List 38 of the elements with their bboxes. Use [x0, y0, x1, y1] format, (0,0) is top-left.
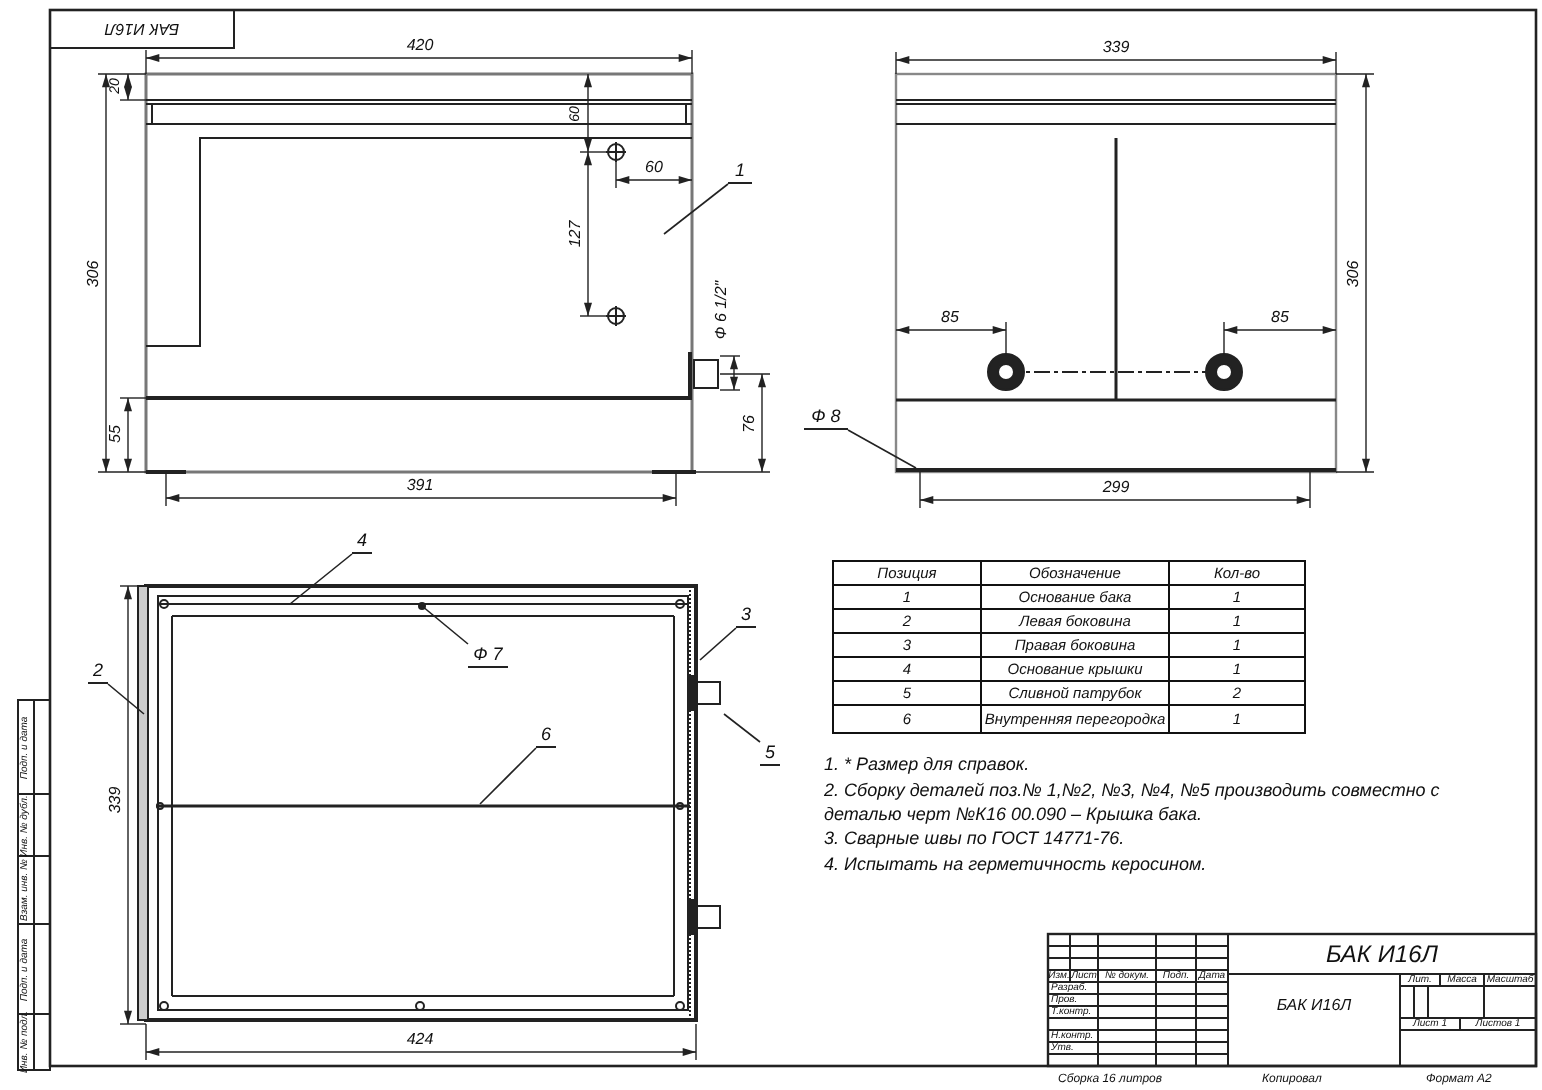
dimension-value: 127 — [568, 220, 584, 248]
dimension-value: 306 — [1346, 260, 1362, 288]
leader-line — [289, 553, 353, 605]
leader-line — [418, 602, 469, 645]
note-text: 1. * Размер для справок. — [824, 752, 1032, 776]
callout-number: 6 — [536, 724, 556, 748]
dimension-value: Ф 6 1/2" — [714, 280, 730, 340]
callout-number: 1 — [728, 160, 752, 184]
callout-number: 5 — [760, 742, 780, 766]
callout-number: 3 — [736, 604, 756, 628]
dimension-value: 391 — [406, 478, 434, 494]
callout-number: 2 — [88, 660, 108, 684]
note-text: 2. Сборку деталей поз.№ 1,№2, №3, №4, №5 производить совместно с деталью черт №К16 00.090 – Крышка бака. — [824, 778, 1442, 826]
leader-line — [107, 683, 145, 715]
dimension-value: 339 — [1102, 40, 1130, 56]
note-text: 4. Испытать на герметичность керосином. — [824, 852, 1209, 876]
callout-number: 4 — [352, 530, 372, 554]
drawing-name: БАК И16Л — [1274, 994, 1354, 1018]
dimension-value: 339 — [108, 786, 124, 814]
dimension-value: 60 — [645, 160, 663, 176]
dimension-value: 55 — [108, 425, 124, 443]
dimension-value: 85 — [1271, 310, 1289, 326]
dimension-value: 420 — [406, 38, 434, 54]
diameter-callout: Ф 7 — [468, 644, 508, 668]
dimension-value: 85 — [941, 310, 959, 326]
drawing-designation: БАК И16Л — [104, 20, 180, 36]
dimension-value: 424 — [406, 1032, 434, 1048]
drawing-title: БАК И16Л — [1324, 938, 1440, 972]
dimension-value: 299 — [1102, 480, 1130, 496]
leader-line — [847, 429, 917, 469]
leader-line — [723, 713, 761, 743]
leader-line — [699, 627, 737, 661]
diameter-callout: Ф 8 — [804, 406, 848, 430]
leader-line — [663, 183, 729, 235]
dimension-value: 76 — [742, 415, 758, 433]
leader-line — [479, 747, 537, 805]
dimension-value: 306 — [86, 260, 102, 288]
note-text: 3. Сварные швы по ГОСТ 14771-76. — [824, 826, 1127, 850]
